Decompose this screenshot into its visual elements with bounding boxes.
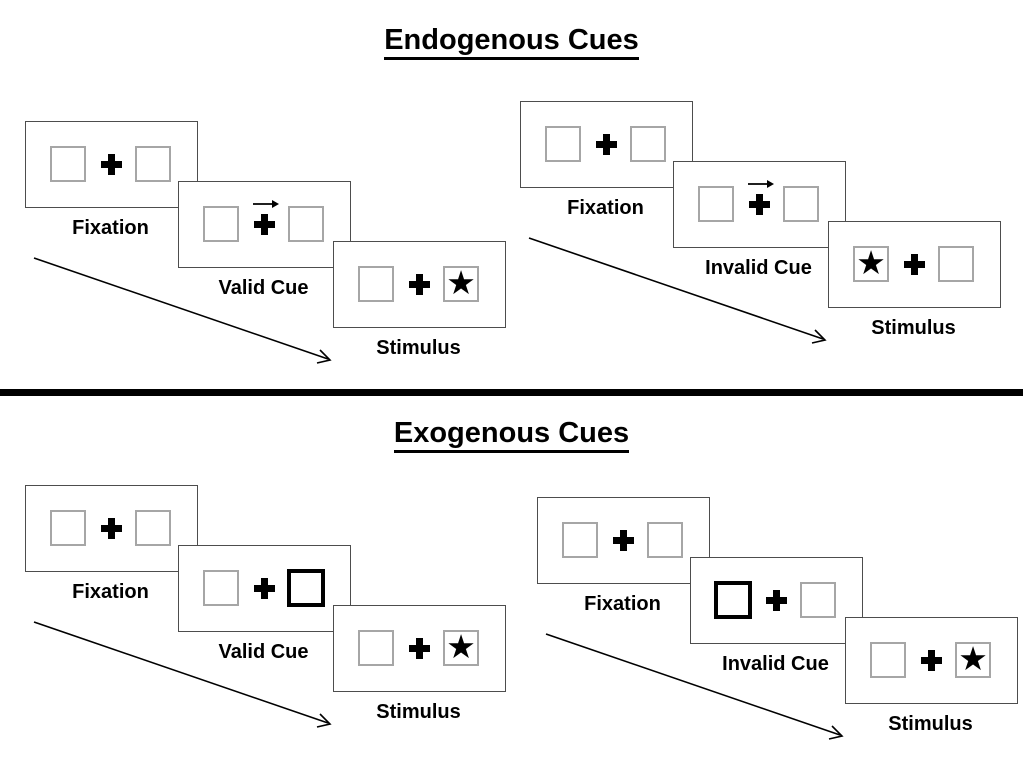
placeholder-box-left: ★ bbox=[853, 246, 889, 282]
placeholder-box-right bbox=[135, 146, 171, 182]
panel-endogenous-valid-cue bbox=[178, 181, 351, 268]
panel-endogenous-valid-stimulus: ★ bbox=[333, 241, 506, 328]
fixation-cross-icon bbox=[409, 274, 430, 295]
placeholder-box-right bbox=[135, 510, 171, 546]
panel-endogenous-invalid-cue bbox=[673, 161, 846, 248]
fixation-cross-icon bbox=[101, 518, 122, 539]
placeholder-box-right bbox=[288, 206, 324, 242]
fixation-cross-icon bbox=[596, 134, 617, 155]
fixation-cross-icon bbox=[766, 590, 787, 611]
panel-label-fixation: Fixation bbox=[584, 593, 661, 615]
panel-exogenous-invalid-cue bbox=[690, 557, 863, 644]
cue-box-bold-left bbox=[714, 581, 752, 619]
panel-label-stimulus: Stimulus bbox=[888, 713, 973, 735]
panel-label-fixation: Fixation bbox=[72, 217, 149, 239]
star-icon: ★ bbox=[856, 244, 886, 281]
fixation-cross-icon bbox=[749, 194, 770, 215]
panel-exogenous-valid-fixation bbox=[25, 485, 198, 572]
placeholder-box-right: ★ bbox=[443, 266, 479, 302]
panel-label-valid-cue: Valid Cue bbox=[218, 641, 309, 663]
fixation-cross-icon bbox=[254, 214, 275, 235]
fixation-cross-icon bbox=[613, 530, 634, 551]
panel-exogenous-invalid-stimulus: ★ bbox=[845, 617, 1018, 704]
fixation-cross-icon bbox=[921, 650, 942, 671]
timeline-arrow-icon bbox=[33, 257, 332, 364]
panel-label-stimulus: Stimulus bbox=[376, 701, 461, 723]
panel-label-invalid-cue: Invalid Cue bbox=[722, 653, 829, 675]
section-title-exogenous-text: Exogenous Cues bbox=[393, 417, 630, 453]
cue-arrow-icon bbox=[748, 180, 774, 188]
section-divider bbox=[0, 389, 1023, 396]
placeholder-box-left bbox=[50, 510, 86, 546]
placeholder-box-left bbox=[358, 266, 394, 302]
star-icon: ★ bbox=[446, 264, 476, 301]
placeholder-box-left bbox=[545, 126, 581, 162]
panel-exogenous-valid-stimulus: ★ bbox=[333, 605, 506, 692]
placeholder-box-left bbox=[203, 206, 239, 242]
fixation-cross-icon bbox=[904, 254, 925, 275]
placeholder-box-right bbox=[938, 246, 974, 282]
panel-endogenous-valid-fixation bbox=[25, 121, 198, 208]
placeholder-box-right bbox=[630, 126, 666, 162]
placeholder-box-right: ★ bbox=[955, 642, 991, 678]
placeholder-box-right bbox=[800, 582, 836, 618]
section-title-exogenous: Exogenous Cues bbox=[0, 417, 1023, 453]
panel-endogenous-invalid-stimulus: ★ bbox=[828, 221, 1001, 308]
section-title-endogenous: Endogenous Cues bbox=[0, 24, 1023, 60]
fixation-cross-icon bbox=[254, 578, 275, 599]
placeholder-box-left bbox=[358, 630, 394, 666]
panel-label-stimulus: Stimulus bbox=[871, 317, 956, 339]
placeholder-box-left bbox=[203, 570, 239, 606]
placeholder-box-left bbox=[562, 522, 598, 558]
placeholder-box-left bbox=[50, 146, 86, 182]
placeholder-box-left bbox=[870, 642, 906, 678]
panel-label-valid-cue: Valid Cue bbox=[218, 277, 309, 299]
cue-arrow-icon bbox=[253, 200, 279, 208]
fixation-cross-icon bbox=[101, 154, 122, 175]
star-icon: ★ bbox=[958, 640, 988, 677]
panel-endogenous-invalid-fixation bbox=[520, 101, 693, 188]
placeholder-box-right bbox=[783, 186, 819, 222]
section-title-endogenous-text: Endogenous Cues bbox=[384, 24, 639, 60]
placeholder-box-left bbox=[698, 186, 734, 222]
cue-box-bold-right bbox=[287, 569, 325, 607]
timeline-arrow-icon bbox=[528, 237, 827, 344]
timeline-arrow-icon bbox=[545, 633, 844, 740]
panel-label-fixation: Fixation bbox=[72, 581, 149, 603]
panel-label-invalid-cue: Invalid Cue bbox=[705, 257, 812, 279]
placeholder-box-right bbox=[647, 522, 683, 558]
timeline-arrow-icon bbox=[33, 621, 332, 728]
fixation-cross-icon bbox=[409, 638, 430, 659]
panel-exogenous-invalid-fixation bbox=[537, 497, 710, 584]
panel-exogenous-valid-cue bbox=[178, 545, 351, 632]
star-icon: ★ bbox=[446, 628, 476, 665]
panel-label-stimulus: Stimulus bbox=[376, 337, 461, 359]
panel-label-fixation: Fixation bbox=[567, 197, 644, 219]
placeholder-box-right: ★ bbox=[443, 630, 479, 666]
